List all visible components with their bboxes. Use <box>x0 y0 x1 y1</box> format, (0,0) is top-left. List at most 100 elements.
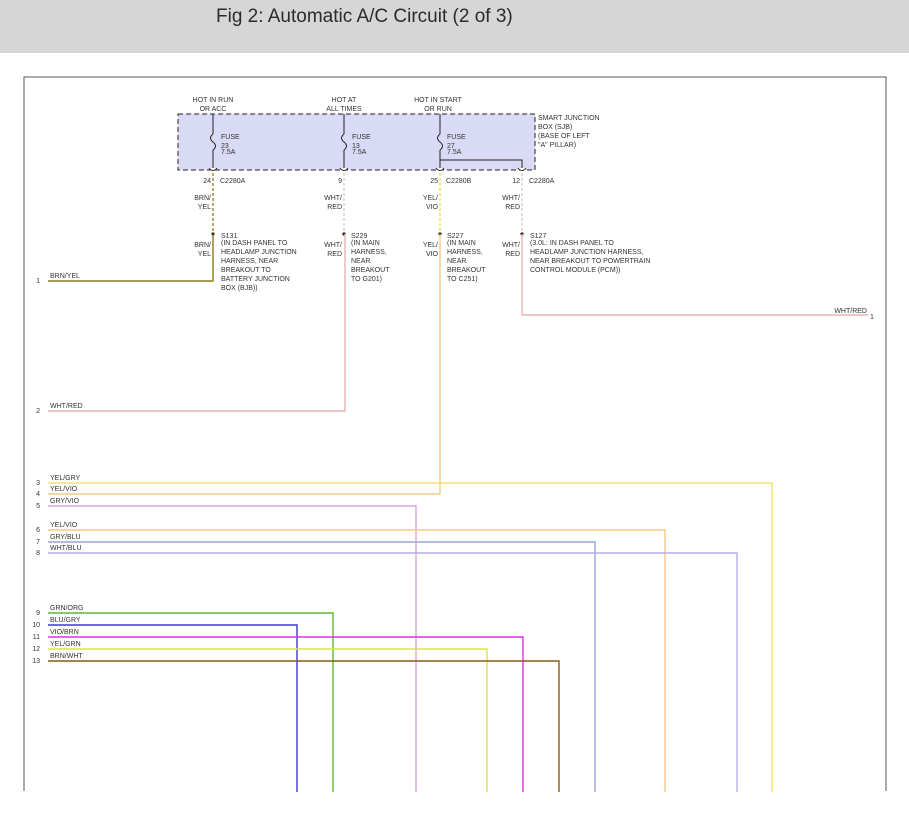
wire-4-label: YEL/VIO <box>50 486 78 493</box>
splice-s229-desc-1: (IN MAIN <box>351 240 380 247</box>
splice-wire-labels: BRN/ YEL WHT/ RED YEL/ VIO WHT/ RED <box>194 242 520 258</box>
splice-s229-desc-5: TO G201) <box>351 276 382 283</box>
connector-25-pin: 25 <box>430 178 438 185</box>
sjb-label-1: SMART JUNCTION <box>538 115 600 122</box>
wire-4-path <box>48 234 441 495</box>
wire-6-path <box>48 529 666 792</box>
fuse-13-rating: 7.5A <box>352 149 367 156</box>
wire-1-label: BRN/YEL <box>50 273 80 280</box>
upper-wire-label-4b: RED <box>505 204 520 211</box>
splice-s229-desc-0: S229 <box>351 233 367 240</box>
sjb-label-4: "A" PILLAR) <box>538 142 576 149</box>
splice-points <box>211 232 524 236</box>
splice-1-wire-a: BRN/ <box>194 242 211 249</box>
wire-9-num: 9 <box>36 610 40 617</box>
hot-run-acc-label-1: HOT IN RUN <box>193 97 234 104</box>
splice-s131-desc-5: BATTERY JUNCTION <box>221 276 290 283</box>
wire-runs <box>48 234 868 792</box>
right-wire-labels: WHT/RED 1 <box>834 308 874 321</box>
splice-s131-desc-3: HARNESS, NEAR <box>221 258 278 265</box>
hot-all-times-label-2: ALL TIMES <box>326 106 362 113</box>
splice-s131-desc-1: (IN DASH PANEL TO <box>221 240 288 247</box>
connector-24-pin: 24 <box>203 178 211 185</box>
terminal-25-icon <box>435 167 445 171</box>
splice-s229-desc-2: HARNESS, <box>351 249 387 256</box>
wire-11-num: 11 <box>33 634 40 641</box>
wire-5-label: GRY/VIO <box>50 498 80 505</box>
connector-12-name: C2280A <box>529 178 555 185</box>
fuse-feeds <box>210 114 523 168</box>
wire-3-num: 3 <box>36 480 40 487</box>
splice-s227-desc-3: NEAR <box>447 258 466 265</box>
terminal-12-icon <box>517 167 527 171</box>
upper-wire-label-3b: VIO <box>426 204 439 211</box>
splice-s131-desc-6: BOX (BJB)) <box>221 285 258 292</box>
terminal-24-icon <box>208 167 218 171</box>
wire-12-num: 12 <box>32 646 40 653</box>
wire-1-path <box>48 234 214 282</box>
right-wire-label: WHT/RED <box>834 308 867 315</box>
upper-wire-labels: BRN/ YEL WHT/ RED YEL/ VIO WHT/ RED <box>194 195 520 211</box>
wire-5-num: 5 <box>36 503 40 510</box>
splice-3-wire-b: VIO <box>426 251 439 258</box>
upper-wire-label-2a: WHT/ <box>324 195 342 202</box>
connector-24-name: C2280A <box>220 178 246 185</box>
wire-9-label: GRN/ORG <box>50 605 83 612</box>
hot-start-run-label-2: OR RUN <box>424 106 452 113</box>
wire-13-label: BRN/WHT <box>50 653 83 660</box>
wire-3-label: YEL/GRY <box>50 475 81 482</box>
upper-wire-label-1b: YEL <box>198 204 211 211</box>
splice-s127-desc-0: S127 <box>530 233 546 240</box>
splice-s127-desc-4: CONTROL MODULE (PCM)) <box>530 267 620 274</box>
wire-13-num: 13 <box>32 658 40 665</box>
splice-s227-desc-0: S227 <box>447 233 463 240</box>
diagram-frame <box>23 76 887 791</box>
splice-2-wire-b: RED <box>327 251 342 258</box>
wire-11-label: VIO/BRN <box>50 629 79 636</box>
wire-11-path <box>48 636 524 792</box>
wire-10-path <box>48 624 298 792</box>
wire-6-label: YEL/VIO <box>50 522 78 529</box>
fuse-27-icon <box>437 133 443 151</box>
hot-all-times-label-1: HOT AT <box>332 97 357 104</box>
wire-10-num: 10 <box>32 622 40 629</box>
connector-9-pin: 9 <box>338 178 342 185</box>
wire-4-num: 4 <box>36 491 40 498</box>
upper-stubs <box>212 173 523 233</box>
wire-7-num: 7 <box>36 539 40 546</box>
splice-descriptions: S131 (IN DASH PANEL TO HEADLAMP JUNCTION… <box>221 233 650 292</box>
fuse-13-number: 13 <box>352 143 360 150</box>
splice-3-wire-a: YEL/ <box>423 242 438 249</box>
wire-3-path <box>48 482 773 792</box>
splice-2-wire-a: WHT/ <box>324 242 342 249</box>
splice-s131-desc-0: S131 <box>221 233 237 240</box>
fuse-23-rating: 7.5A <box>221 149 236 156</box>
upper-wire-label-2b: RED <box>327 204 342 211</box>
wire-8-label: WHT/BLU <box>50 545 82 552</box>
connector-25-name: C2280B <box>446 178 472 185</box>
splice-s131-desc-4: BREAKOUT TO <box>221 267 271 274</box>
wire-right-wht-red-path <box>521 234 868 316</box>
wire-7-path <box>48 541 596 792</box>
splice-s229-desc-3: NEAR <box>351 258 370 265</box>
connector-12-pin: 12 <box>512 178 520 185</box>
splice-s229-desc-4: BREAKOUT <box>351 267 390 274</box>
wire-12-path <box>48 648 488 792</box>
right-wire-num: 1 <box>870 314 874 321</box>
page-header: Fig 2: Automatic A/C Circuit (2 of 3) <box>0 0 909 53</box>
hot-start-run-label-1: HOT IN START <box>414 97 463 104</box>
connector-terminals <box>208 167 527 171</box>
wire-8-path <box>48 552 738 792</box>
splice-s131-desc-2: HEADLAMP JUNCTION <box>221 249 297 256</box>
sjb-label-2: BOX (SJB) <box>538 124 572 131</box>
sjb-label: SMART JUNCTION BOX (SJB) (BASE OF LEFT "… <box>538 115 600 149</box>
splice-s127-desc-2: HEADLAMP JUNCTION HARNESS, <box>530 249 644 256</box>
wire-2-num: 2 <box>36 408 40 415</box>
wire-9-path <box>48 612 334 792</box>
fuse-27-rating: 7.5A <box>447 149 462 156</box>
fuse-13-icon <box>341 133 347 151</box>
fuse-23-name: FUSE <box>221 134 240 141</box>
fuse-labels: FUSE 23 7.5A FUSE 13 7.5A FUSE 27 7.5A <box>221 134 466 156</box>
power-labels: HOT IN RUN OR ACC HOT AT ALL TIMES HOT I… <box>193 97 463 113</box>
